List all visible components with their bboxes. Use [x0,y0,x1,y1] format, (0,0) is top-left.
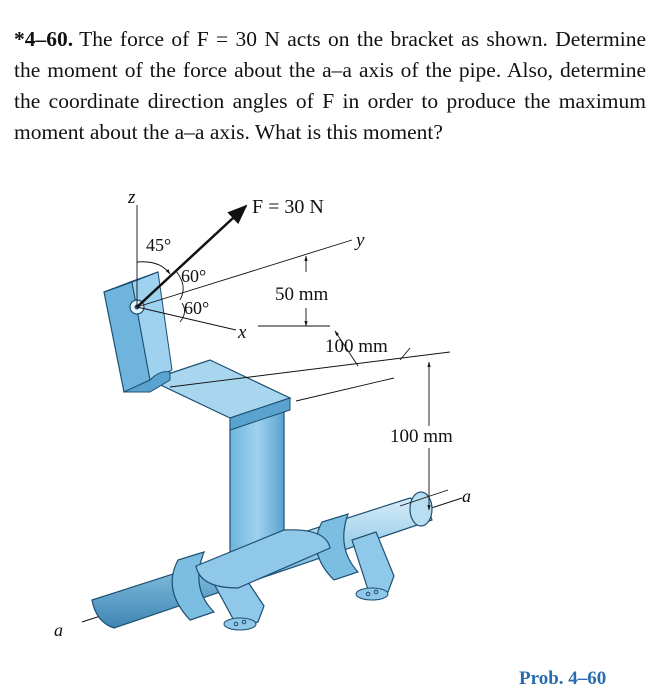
dim-50-label: 50 mm [275,284,329,305]
axis-a-left-label: a [54,620,63,640]
y-axis-label: y [354,230,365,251]
angle-arcs [136,261,185,323]
axis-a-right-label: a [462,486,471,506]
force-arrow [136,204,248,308]
dimension-arrows [304,255,431,511]
problem-text: The force of F = 30 N acts on the bracke… [14,27,646,144]
dim-100-horizontal-label: 100 mm [325,336,388,357]
figure-caption: Prob. 4–60 [519,668,607,689]
x-axis-label: x [237,322,247,343]
problem-statement: *4–60.The force of F = 30 N acts on the … [14,24,646,148]
force-label: F = 30 N [252,196,324,218]
bracket [103,271,331,589]
problem-number: *4–60. [14,27,74,51]
angle-60-bottom-label: 60° [184,298,209,318]
z-axis-label: z [127,187,136,208]
reference-lines [136,205,451,507]
angle-45-label: 45° [146,235,171,255]
angle-60-top-label: 60° [181,266,206,286]
dim-100-vertical-label: 100 mm [390,426,453,447]
